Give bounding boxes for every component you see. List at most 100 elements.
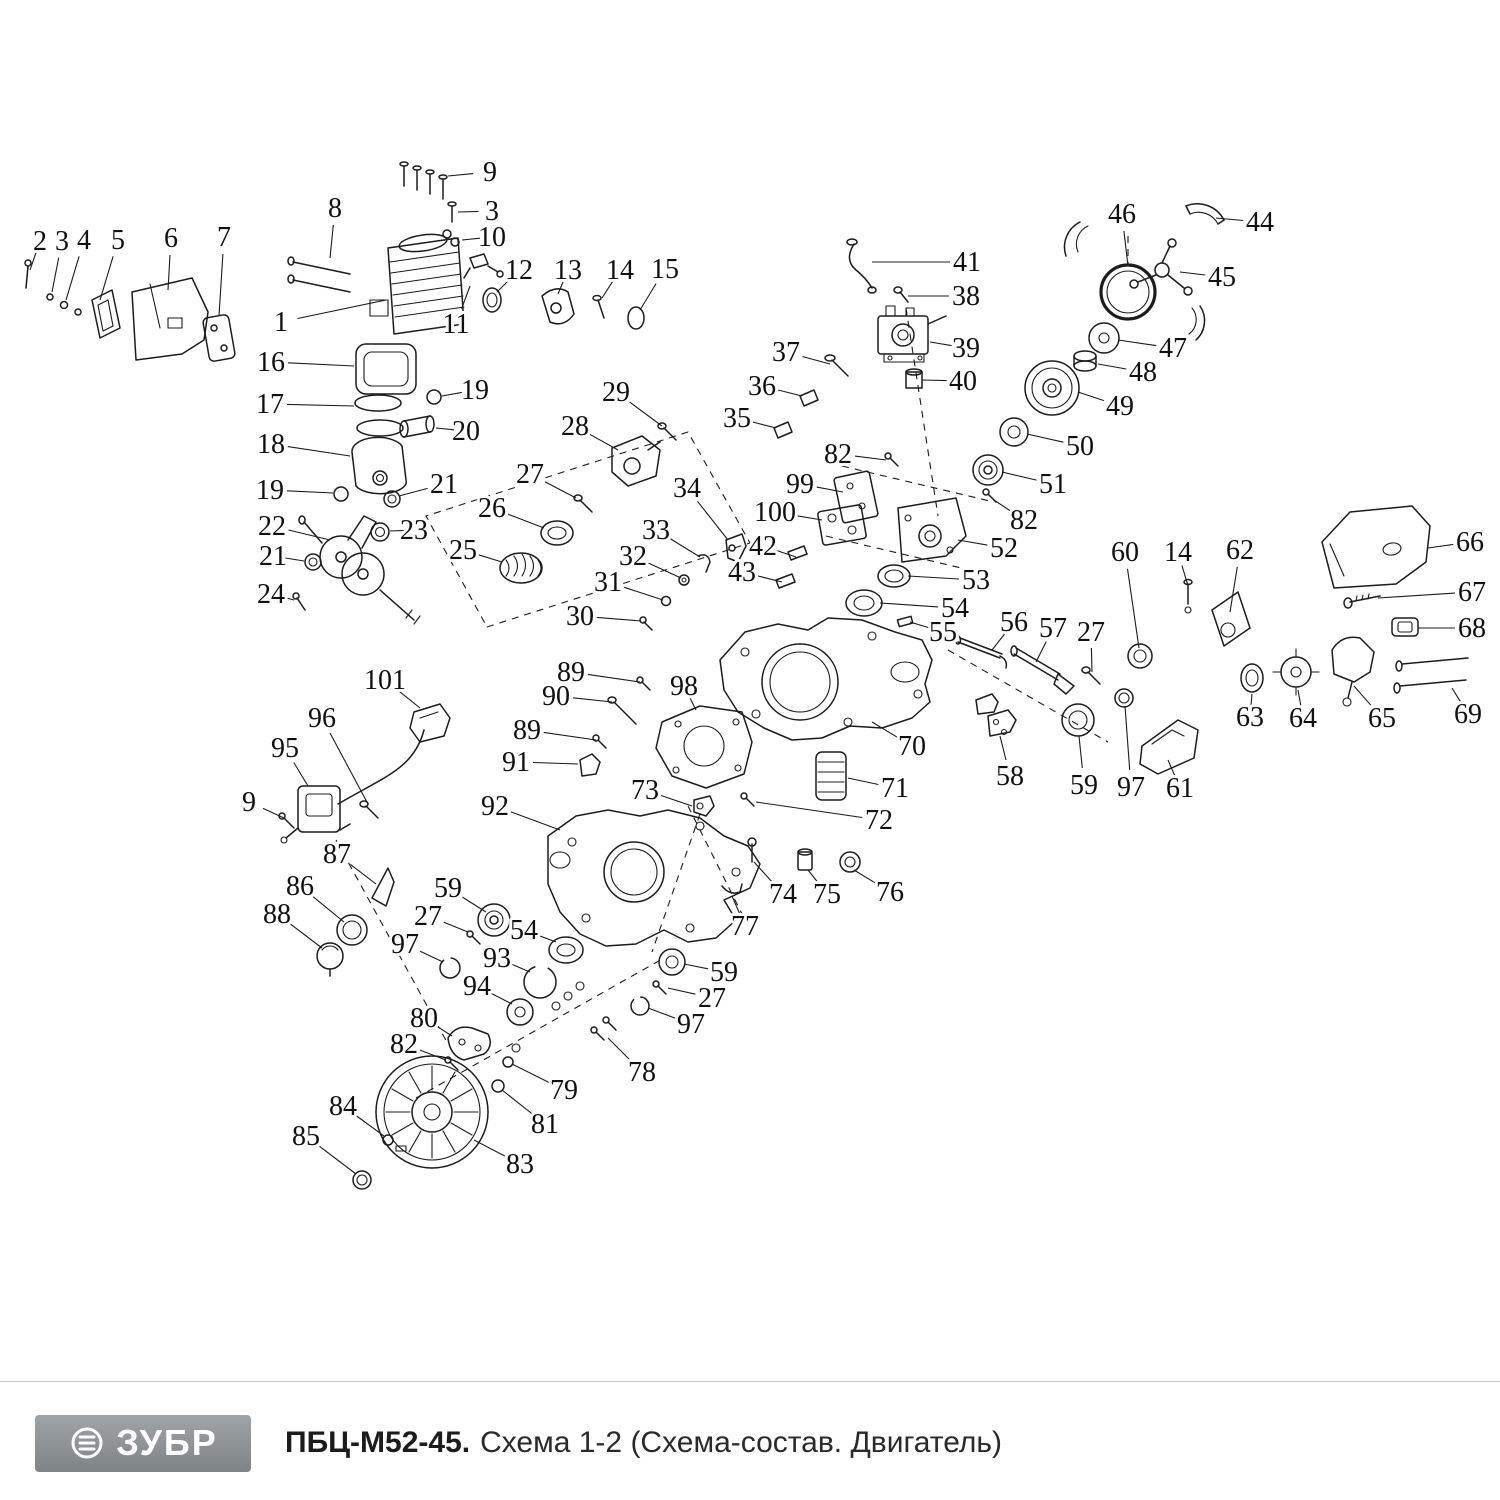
part-callout-number: 95 — [271, 733, 299, 764]
part-sketch-oiler-group — [1211, 591, 1375, 707]
leader-line — [587, 673, 641, 683]
leader-line — [398, 487, 428, 497]
leader-line — [816, 486, 844, 493]
leader-line — [287, 446, 351, 457]
leader-line — [607, 1037, 631, 1061]
leader-line — [1035, 641, 1047, 663]
leader-line — [543, 731, 597, 741]
leader-line — [688, 695, 697, 711]
leader-line — [490, 992, 513, 1005]
leader-line — [356, 1115, 385, 1137]
part-callout-number: 42 — [749, 531, 777, 562]
leader-line — [286, 490, 334, 494]
part-callout-number: 19 — [256, 475, 284, 506]
part-callout-number: 59 — [710, 957, 738, 988]
leader-line — [909, 621, 930, 629]
leader-line — [1297, 689, 1302, 707]
leader-line — [853, 869, 876, 884]
part-callout-number: 3 — [55, 226, 69, 257]
part-callout-number: 44 — [1246, 207, 1274, 238]
leader-line — [1427, 543, 1454, 549]
leader-line — [536, 934, 557, 943]
part-callout-number: 6 — [164, 223, 178, 254]
part-callout-number: 65 — [1368, 703, 1396, 734]
leader-line — [776, 549, 797, 558]
part-sketch-tensioner-group — [639, 533, 747, 631]
part-callout-number: 21 — [430, 469, 458, 500]
part-callout-number: 28 — [561, 411, 589, 442]
part-callout-number: 49 — [1106, 391, 1134, 422]
leader-line — [1179, 271, 1206, 276]
part-callout-number: 16 — [257, 347, 285, 378]
leader-line — [757, 575, 783, 583]
leader-line — [929, 341, 952, 347]
part-callout-number: 100 — [754, 497, 796, 528]
part-callout-number: 87 — [323, 839, 351, 870]
part-sketch-cylinder-group — [287, 161, 645, 335]
part-callout-number: 27 — [1077, 617, 1105, 648]
part-callout-number: 69 — [1454, 699, 1482, 730]
leader-line — [262, 807, 285, 819]
part-callout-number: 99 — [786, 469, 814, 500]
zubr-logo-icon — [71, 1427, 103, 1459]
part-callout-number: 52 — [990, 533, 1018, 564]
leader-line — [755, 801, 863, 819]
part-callout-number: 61 — [1166, 773, 1194, 804]
leader-line — [601, 280, 614, 299]
leader-line — [752, 421, 777, 429]
part-sketch-starter-group — [972, 203, 1225, 486]
part-callout-number: 27 — [698, 983, 726, 1014]
leader-line — [288, 529, 331, 541]
leader-line — [462, 896, 487, 913]
part-callout-number: 37 — [772, 337, 800, 368]
leader-line — [1167, 759, 1176, 778]
leader-line — [1126, 568, 1140, 649]
part-callout-number: 9 — [242, 787, 256, 818]
leader-line — [753, 861, 773, 882]
leader-line — [441, 391, 462, 397]
leader-line — [167, 254, 171, 291]
part-callout-number: 88 — [263, 899, 291, 930]
part-callout-number: 25 — [449, 535, 477, 566]
part-callout-number: 74 — [769, 879, 797, 910]
leader-line — [921, 379, 947, 382]
part-callout-number: 34 — [673, 473, 701, 504]
part-callout-number: 53 — [962, 565, 990, 596]
part-callout-number: 77 — [731, 911, 759, 942]
leader-line — [389, 529, 405, 532]
leader-line — [507, 513, 545, 529]
part-callout-number: 98 — [670, 671, 698, 702]
leader-line — [290, 923, 323, 949]
part-callout-number: 97 — [1117, 772, 1145, 803]
part-callout-number: 78 — [628, 1057, 656, 1088]
part-callout-number: 92 — [481, 791, 509, 822]
part-callout-number: 50 — [1066, 431, 1094, 462]
part-callout-number: 91 — [502, 747, 530, 778]
leader-line — [1353, 685, 1372, 706]
leader-line — [419, 950, 444, 963]
part-callout-number: 84 — [329, 1091, 357, 1122]
part-sketch-fuel-tank-group — [1321, 505, 1469, 694]
part-callout-number: 64 — [1289, 703, 1317, 734]
part-callout-number: 11 — [443, 309, 470, 340]
part-callout-number: 70 — [898, 731, 926, 762]
part-callout-number: 8 — [328, 193, 342, 224]
part-sketch-clutch-right-group — [954, 578, 1199, 775]
leader-line — [647, 1007, 676, 1019]
leader-line — [648, 562, 682, 579]
part-callout-number: 2 — [33, 226, 47, 257]
leader-line — [697, 500, 729, 541]
leader-line — [280, 595, 295, 601]
leader-line — [777, 389, 803, 397]
part-callout-number: 15 — [651, 254, 679, 285]
leader-line — [29, 252, 37, 271]
part-callout-number: 71 — [881, 773, 909, 804]
leader-line — [802, 355, 831, 365]
part-callout-number: 59 — [1070, 770, 1098, 801]
part-callout-number: 14 — [606, 255, 634, 286]
leader-line — [461, 285, 471, 309]
part-callout-number: 89 — [513, 715, 541, 746]
schema-subtitle: Схема 1-2 (Схема-состав. Двигатель) — [480, 1426, 1003, 1459]
part-callout-number: 82 — [390, 1029, 418, 1060]
